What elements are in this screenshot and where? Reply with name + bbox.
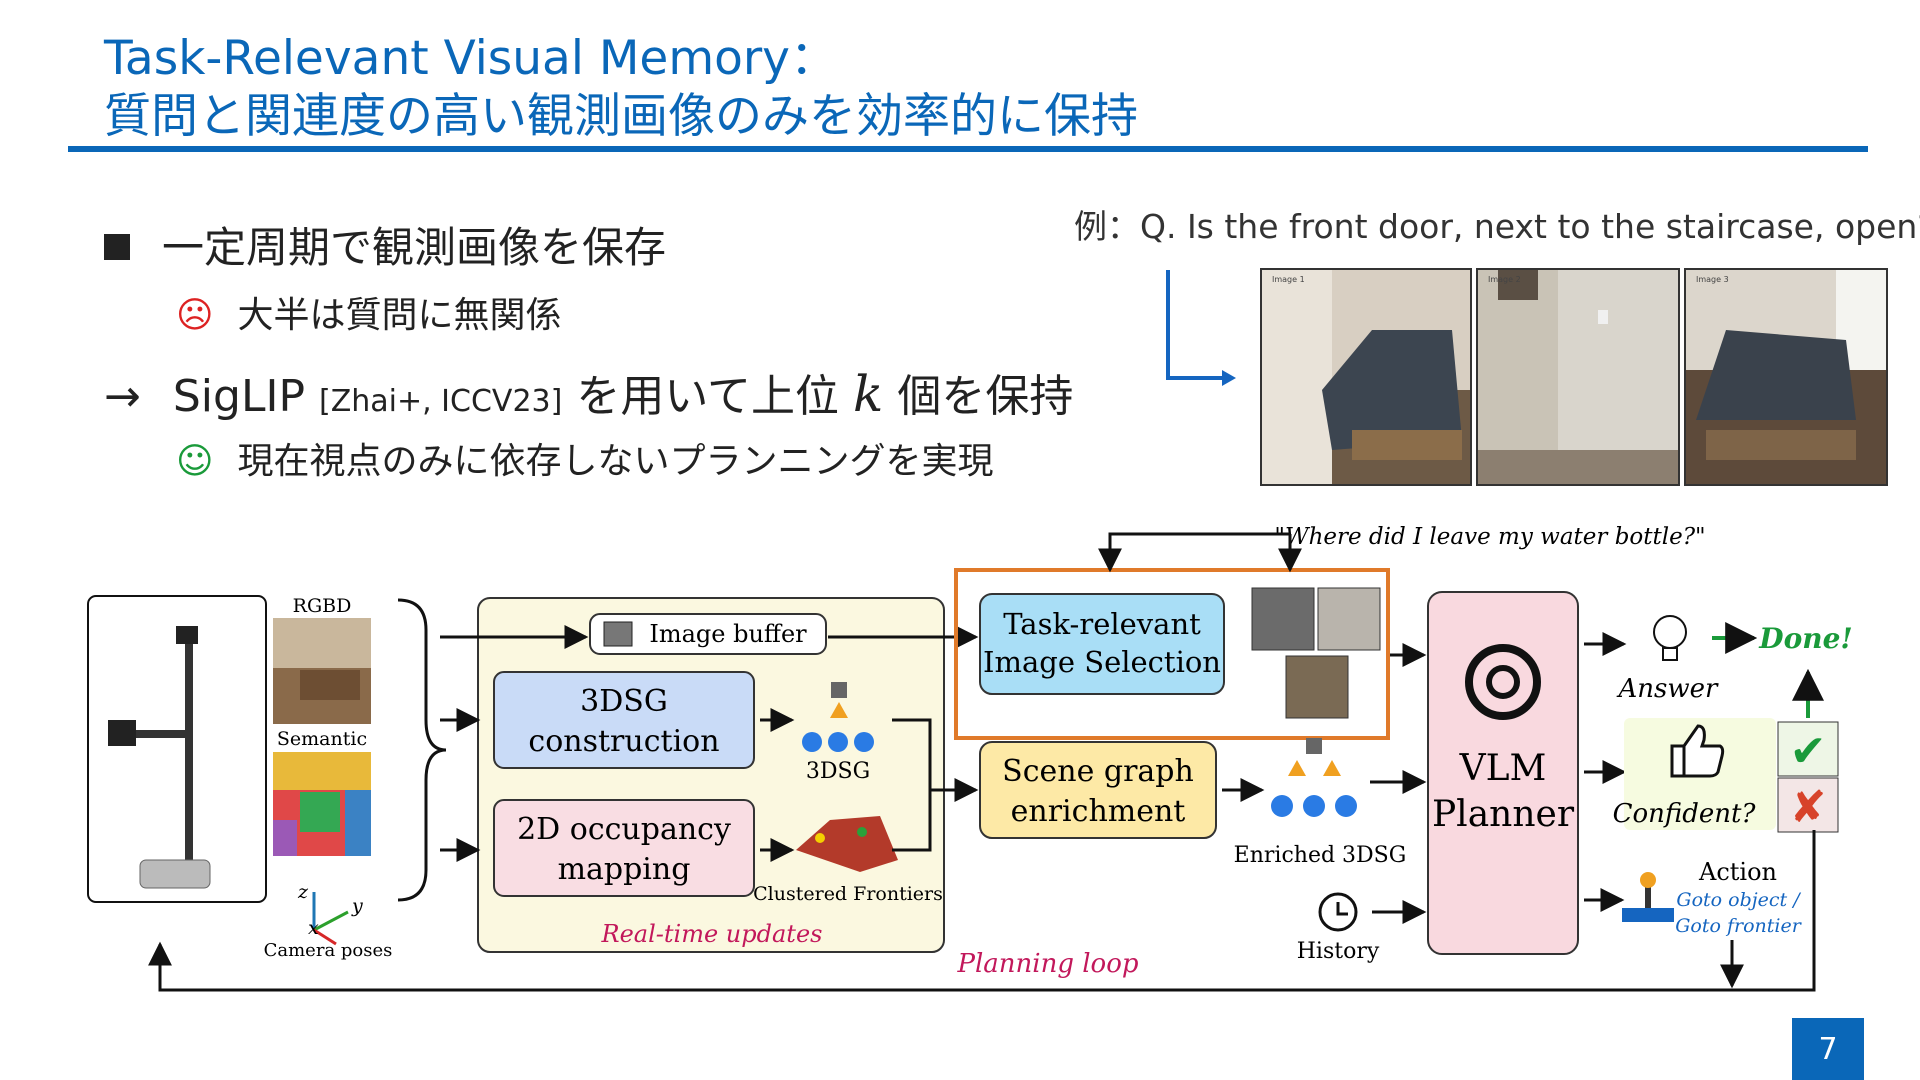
image-3-label: Image 3: [1696, 275, 1729, 284]
joystick-icon: [1622, 872, 1674, 922]
semantic-image: [273, 752, 371, 856]
bullet-2-suffix: 個を保持: [897, 371, 1074, 422]
lightbulb-icon: [1653, 615, 1687, 661]
title-line-1: Task-Relevant Visual Memory：: [104, 31, 837, 86]
answer-label: Answer: [1617, 674, 1720, 704]
siglip-label: SigLIP: [172, 371, 305, 422]
image-2-label: Image 2: [1488, 275, 1521, 284]
scene-graph-box: [979, 741, 1217, 839]
bullet-2-sub: ☺ 現在視点のみに依存しないプランニングを実現: [176, 432, 994, 484]
cross-box: [1777, 777, 1839, 833]
arrow-icon: →: [104, 371, 141, 422]
rgbd-label: RGBD: [293, 595, 352, 617]
image-buffer-box: [589, 613, 827, 655]
query-text: "Where did I leave my water bottle?": [1274, 524, 1705, 550]
selected-images-thumbnails: [1251, 587, 1381, 719]
3dsg-graph-icon: [802, 682, 874, 752]
task-selection-line-1: Task-relevant: [1003, 607, 1201, 641]
axis-z-label: z: [297, 881, 309, 903]
citation: [Zhai+, ICCV23]: [318, 384, 563, 419]
slide-title: Task-Relevant Visual Memory： 質問と関連度の高い観測…: [104, 30, 1138, 146]
done-label: Done!: [1758, 622, 1852, 655]
axis-y-label: y: [351, 895, 363, 917]
page-number: 7: [1792, 1018, 1864, 1080]
system-diagram: RGBD Semantic z y x Camera poses Real-ti…: [87, 524, 1853, 992]
k-variable: k: [853, 365, 884, 423]
camera-axes-icon: [312, 892, 349, 946]
example-arrow: [1166, 270, 1236, 386]
image-stack-icon: [603, 621, 633, 647]
task-selection-box: [979, 593, 1225, 695]
goto-object-label: Goto object /: [1676, 889, 1801, 911]
scene-graph-line-1: Scene graph: [1002, 754, 1194, 789]
occupancy-box: [493, 799, 755, 897]
bullet-1-sub-text: 大半は質問に無関係: [237, 295, 562, 336]
occupancy-line-2: mapping: [558, 852, 691, 887]
vlm-line-1: VLM: [1459, 748, 1547, 789]
realtime-label: Real-time updates: [601, 920, 823, 948]
occupancy-line-1: 2D occupancy: [517, 812, 731, 847]
rgbd-image: [273, 618, 371, 724]
goto-frontier-label: Goto frontier: [1675, 915, 1802, 937]
example-question: 例：Q. Is the front door, next to the stai…: [1074, 207, 1920, 246]
enriched-3dsg-icon: [1271, 738, 1357, 817]
planning-loop-label: Planning loop: [956, 949, 1138, 979]
frontier-map-icon: [796, 816, 898, 872]
dsg-construction-line-1: 3DSG: [580, 684, 668, 719]
task-selection-line-2: Image Selection: [983, 645, 1221, 679]
clustered-frontiers-label: Clustered Frontiers: [753, 883, 943, 905]
cross-mark-icon: ✘: [1790, 782, 1827, 833]
example-image-1: Image 1: [1260, 268, 1472, 486]
bullet-1: 一定周期で観測画像を保存: [104, 214, 666, 275]
bullet-2: → SigLIP [Zhai+, ICCV23] を用いて上位 k 個を保持: [104, 360, 1073, 424]
semantic-label: Semantic: [277, 728, 367, 750]
enriched-3dsg-label: Enriched 3DSG: [1234, 843, 1407, 868]
bullet-1-text: 一定周期で観測画像を保存: [162, 223, 667, 272]
image-1-label: Image 1: [1272, 275, 1305, 284]
scene-graph-line-2: enrichment: [1011, 794, 1186, 829]
dsg-construction-box: [493, 671, 755, 769]
task-selection-highlight: [954, 568, 1390, 740]
history-icon: [1318, 892, 1358, 932]
vlm-line-2: Planner: [1432, 794, 1575, 835]
check-box: [1777, 721, 1839, 777]
title-line-2: 質問と関連度の高い観測画像のみを効率的に保持: [104, 89, 1138, 144]
check-mark-icon: ✔: [1790, 726, 1827, 777]
square-bullet-icon: [104, 233, 130, 260]
example-image-2: Image 2: [1476, 268, 1680, 486]
bullet-2-mid: を用いて上位: [576, 371, 840, 422]
bullet-2-sub-text: 現在視点のみに依存しないプランニングを実現: [237, 441, 994, 482]
history-label: History: [1297, 939, 1380, 964]
axis-x-label: x: [308, 917, 319, 939]
confident-label: Confident?: [1613, 799, 1757, 829]
image-buffer-label: Image buffer: [649, 620, 807, 648]
action-label: Action: [1698, 858, 1777, 886]
sad-face-icon: ☹: [176, 295, 214, 336]
openai-logo-icon: [1465, 644, 1541, 720]
camera-poses-label: Camera poses: [264, 940, 393, 961]
input-brace: [397, 598, 447, 902]
dsg-label: 3DSG: [806, 759, 870, 784]
happy-face-icon: ☺: [176, 441, 214, 482]
title-divider: [68, 146, 1868, 152]
dsg-construction-line-2: construction: [528, 724, 719, 759]
example-image-3: Image 3: [1684, 268, 1888, 486]
bullet-1-sub: ☹ 大半は質問に無関係: [176, 286, 562, 338]
thumbs-up-icon: [1670, 724, 1725, 778]
robot-image: [87, 595, 267, 903]
